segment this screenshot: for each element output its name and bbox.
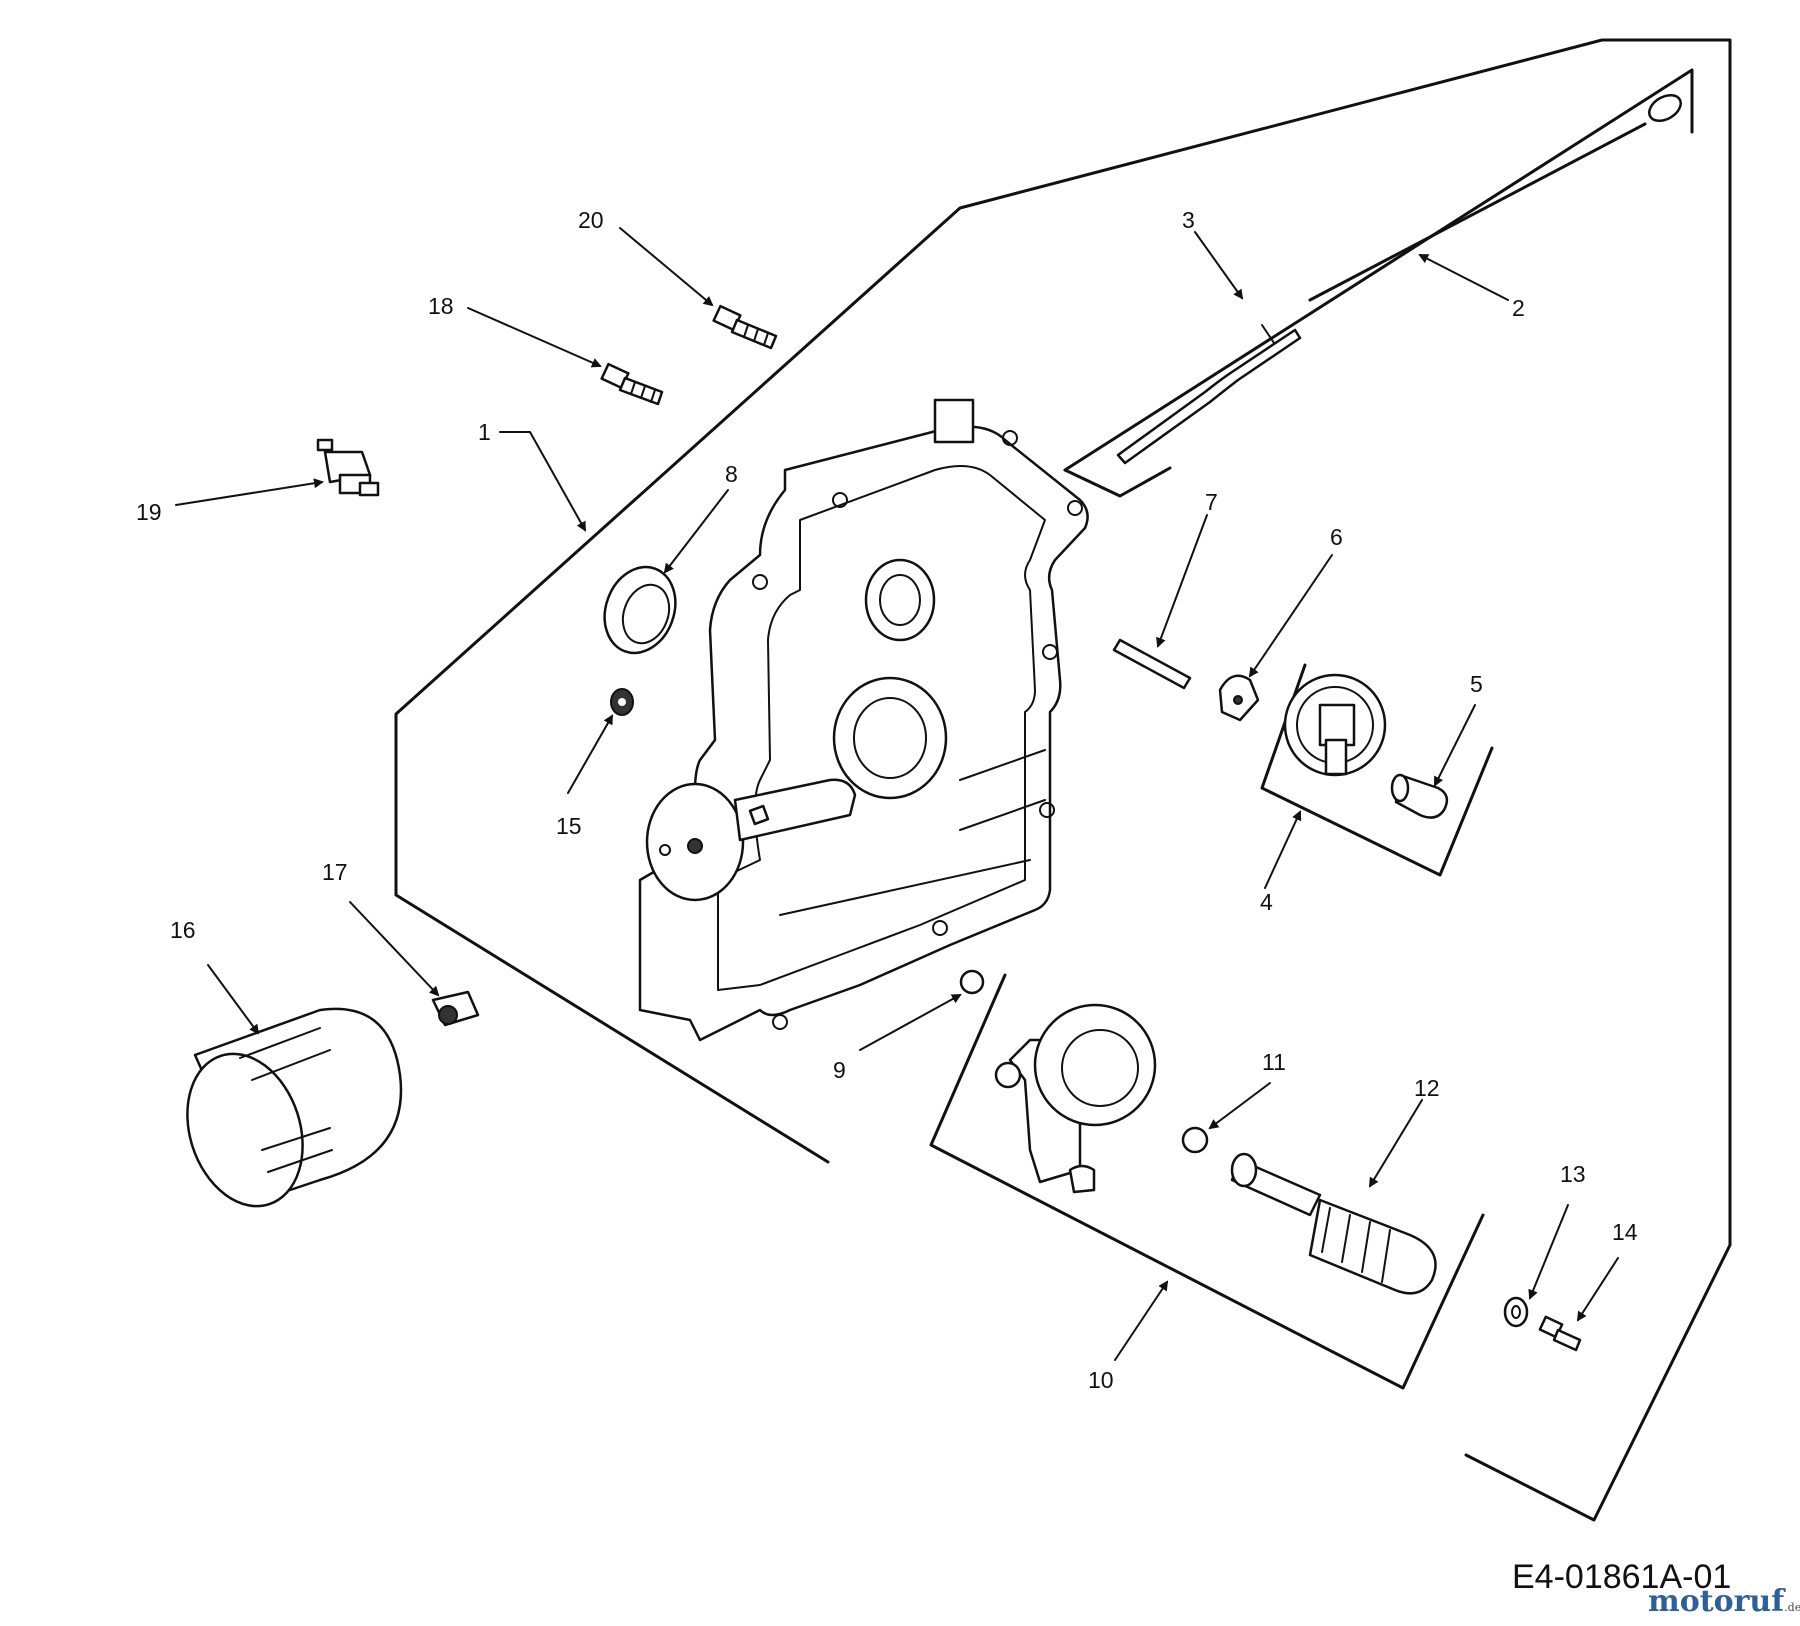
callout-20: 20	[578, 207, 604, 233]
assembly-outline	[394, 38, 1732, 1522]
governor-gear	[1283, 673, 1387, 777]
callout-14: 14	[1612, 1219, 1638, 1245]
oil-pressure-switch	[316, 438, 380, 497]
callout-6: 6	[1330, 524, 1343, 550]
ball-11	[1181, 1126, 1209, 1154]
crankcase-cover	[638, 398, 1089, 1042]
watermark-tld: .de	[1784, 1601, 1800, 1614]
callout-19: 19	[136, 499, 162, 525]
callout-9: 9	[833, 1057, 846, 1083]
callout-11: 11	[1262, 1049, 1286, 1075]
callout-labels: 1 2 3 4 5 6 7 8 9 10 11 12 13 14 15 16 1…	[136, 207, 1638, 1393]
callout-16: 16	[170, 917, 196, 943]
dipstick	[1308, 93, 1682, 302]
washer	[1503, 1296, 1529, 1328]
callout-17: 17	[322, 859, 348, 885]
plug-15	[610, 688, 634, 716]
oil-pickup-screen	[1230, 1152, 1437, 1295]
bolt-14	[1538, 1315, 1582, 1352]
callout-3: 3	[1182, 207, 1195, 233]
callout-4: 4	[1260, 889, 1273, 915]
callout-arrows	[175, 227, 1619, 1361]
callout-1: 1	[478, 419, 491, 445]
oil-pump-gear	[994, 1003, 1157, 1194]
dipstick-tube	[1116, 324, 1302, 465]
bolt-18	[600, 362, 664, 406]
oil-filter	[186, 1007, 403, 1208]
drawing-number: E4-01861A-01	[1512, 1558, 1732, 1596]
callout-12: 12	[1414, 1075, 1440, 1101]
callout-18: 18	[428, 293, 454, 319]
governor-bracket	[1218, 674, 1260, 722]
watermark-logo: motoruf.de	[1648, 1584, 1800, 1619]
ball-9	[959, 969, 985, 995]
pin	[1112, 638, 1192, 690]
bolt-20	[712, 304, 778, 350]
governor-shaft	[1390, 773, 1449, 819]
callout-2: 2	[1512, 295, 1525, 321]
callout-13: 13	[1560, 1161, 1586, 1187]
callout-8: 8	[725, 461, 738, 487]
callout-10: 10	[1088, 1367, 1114, 1393]
callout-15: 15	[556, 813, 582, 839]
oil-seal	[603, 565, 677, 655]
callout-5: 5	[1470, 671, 1483, 697]
drain-plug	[431, 990, 480, 1027]
watermark-brand: motoruf	[1648, 1584, 1785, 1619]
callout-7: 7	[1205, 489, 1218, 515]
